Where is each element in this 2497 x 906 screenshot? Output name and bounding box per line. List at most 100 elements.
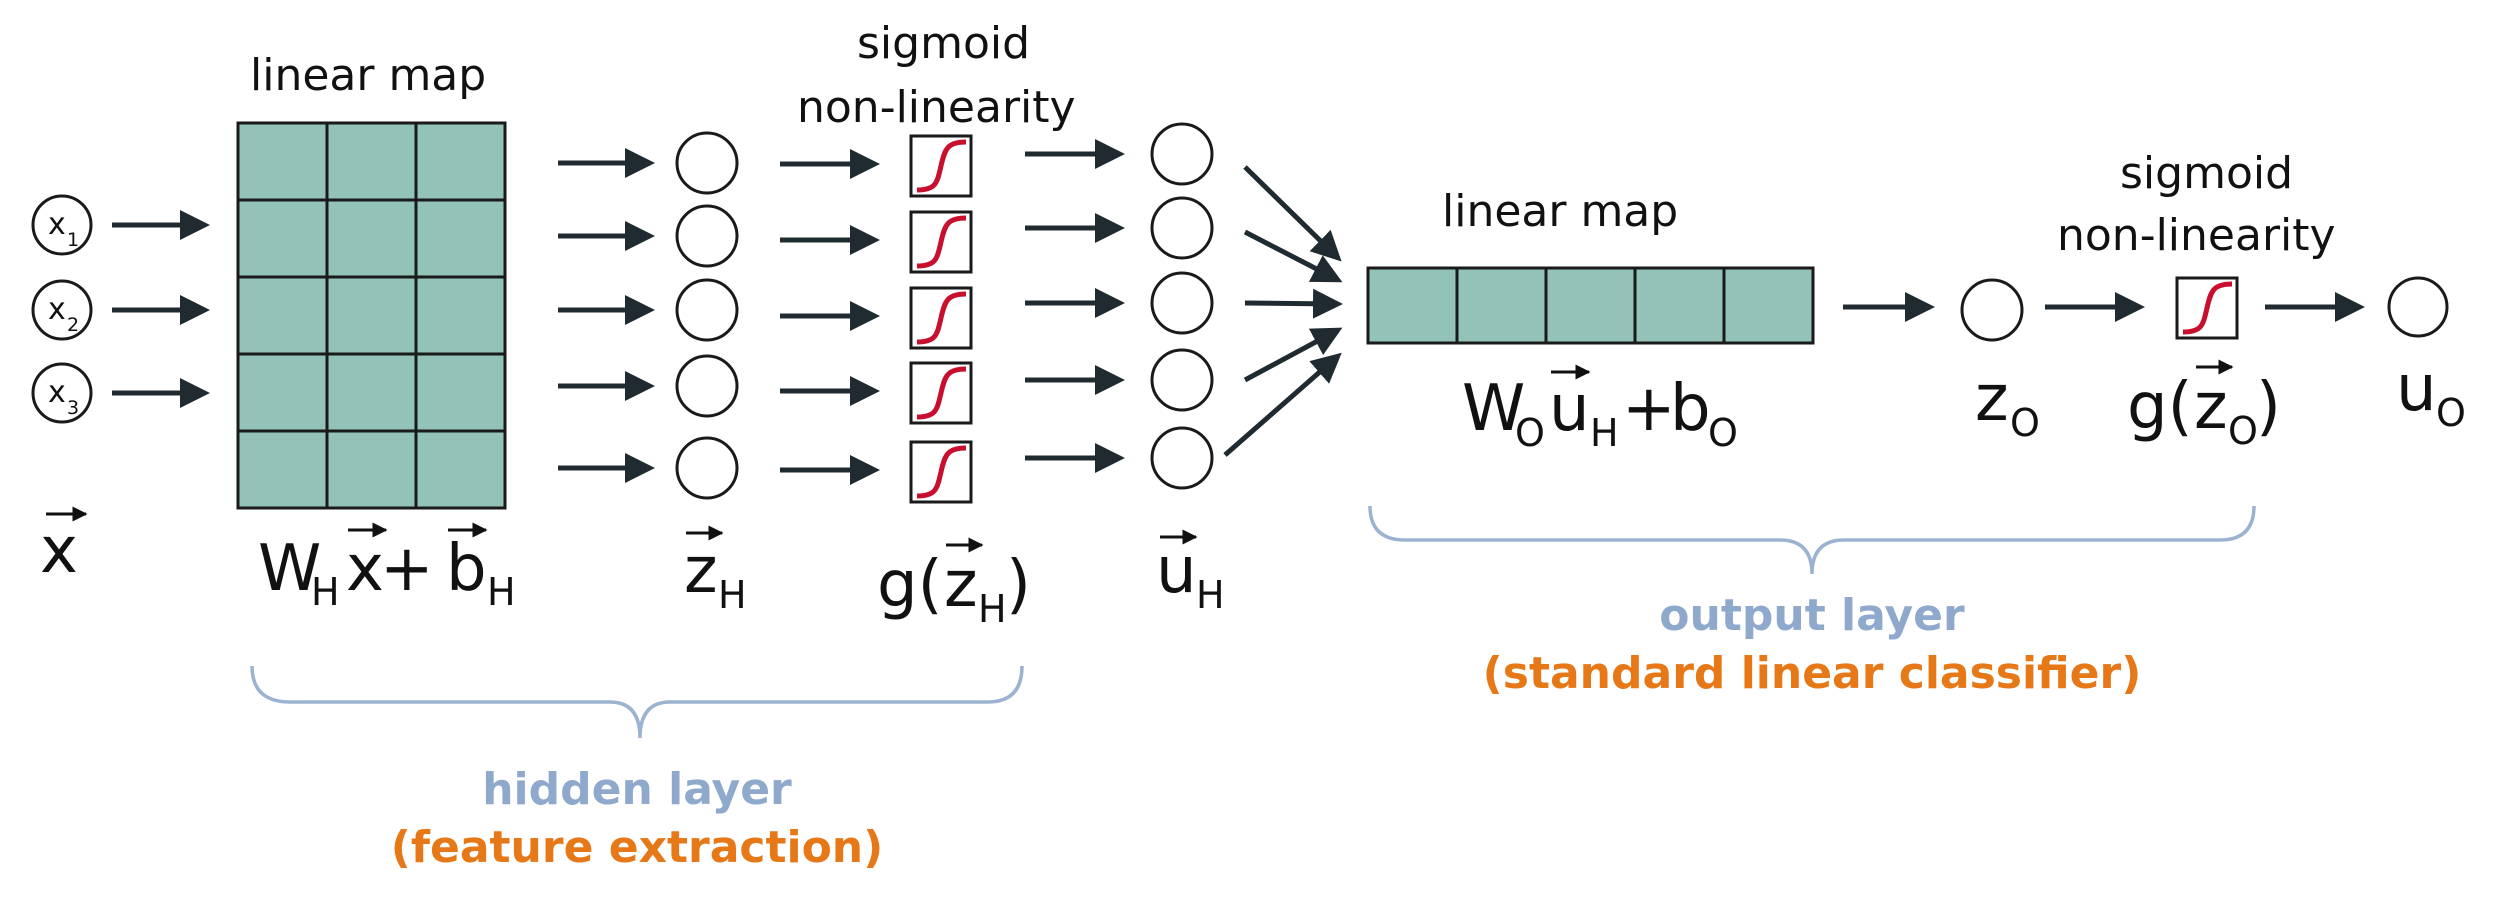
hidden-sigmoid-box	[909, 210, 973, 274]
sigmoid-curve-icon	[916, 139, 967, 193]
hidden-z-node	[675, 436, 739, 500]
hidden-eq-w-sub: H	[311, 570, 340, 614]
output-weight-vector	[1366, 266, 1815, 345]
hidden-z-label: z H	[684, 525, 747, 617]
hidden-nonlinearity-label: non-linearity	[797, 82, 1076, 133]
matrix-cell	[325, 121, 418, 202]
hidden-eq-b: b	[446, 532, 487, 606]
input-node-1-label: x	[48, 207, 66, 242]
input-node-1: x 1	[31, 194, 93, 256]
output-u-node	[2387, 276, 2449, 338]
input-node-2-sub: 2	[67, 314, 79, 336]
output-sigmoid-label: sigmoid	[2120, 148, 2293, 199]
hidden-z-node	[675, 204, 739, 268]
hidden-layer-title: hidden layer	[482, 764, 792, 815]
output-z-symbol: z	[1975, 362, 2009, 436]
matrix-cell	[325, 198, 418, 279]
matrix-cell	[414, 429, 507, 510]
output-eq-w: W	[1462, 372, 1525, 446]
converging-arrows	[1223, 165, 1343, 457]
matrix-cell	[236, 352, 329, 433]
output-activation-label: g( z O )	[2127, 359, 2281, 453]
hidden-u-label: u H	[1156, 529, 1225, 617]
hidden-u-symbol: u	[1156, 534, 1197, 608]
hidden-g-close: )	[1006, 548, 1031, 622]
input-node-3-sub: 3	[67, 397, 79, 419]
hidden-eq-w: W	[258, 532, 321, 606]
output-eq-plus: +	[1622, 372, 1676, 446]
matrix-cell	[1544, 266, 1637, 345]
output-sigmoid-box	[2175, 276, 2239, 340]
input-node-3-label: x	[48, 375, 66, 410]
hidden-linear-map-label: linear map	[250, 50, 486, 101]
sigmoid-curve-icon	[916, 291, 967, 345]
output-nonlinearity-label: non-linearity	[2057, 210, 2336, 261]
hidden-u-node	[1150, 196, 1214, 260]
hidden-eq-x: x	[346, 532, 384, 606]
hidden-linear-equation: W H x + b H	[258, 522, 516, 614]
output-g-z: z	[2194, 370, 2228, 444]
output-eq-u-sub: H	[1590, 411, 1619, 455]
matrix-cell	[325, 352, 418, 433]
output-u-sub: O	[2436, 391, 2466, 435]
matrix-cell	[414, 352, 507, 433]
output-linear-map-label: linear map	[1442, 186, 1678, 237]
output-linear-equation: W O u H + b O	[1462, 364, 1738, 455]
matrix-cell	[236, 198, 329, 279]
input-vector-label: x	[40, 506, 88, 588]
output-layer-title: output layer	[1659, 590, 1965, 641]
converge-arrow-1	[1243, 165, 1342, 262]
input-node-1-sub: 1	[67, 229, 79, 251]
hidden-layer-brace	[250, 665, 1024, 739]
hidden-u-node	[1150, 348, 1214, 412]
hidden-weight-matrix	[236, 121, 507, 510]
sigmoid-curve-icon	[916, 215, 967, 269]
sigmoid-curve-icon	[916, 366, 967, 420]
input-node-3: x 3	[31, 362, 93, 424]
hidden-z-node	[675, 278, 739, 342]
matrix-cell	[236, 275, 329, 356]
converge-arrow-2	[1243, 229, 1343, 283]
matrix-cell	[414, 198, 507, 279]
output-layer-brace	[1368, 505, 2256, 575]
hidden-sigmoid-label: sigmoid	[857, 18, 1030, 69]
converge-arrow-3	[1244, 288, 1343, 319]
output-layer-subtitle: (standard linear classifier)	[1483, 648, 2142, 699]
output-eq-b-sub: O	[1708, 411, 1738, 455]
matrix-cell	[414, 121, 507, 202]
sigmoid-curve-icon	[2182, 281, 2233, 335]
hidden-layer-subtitle: (feature extraction)	[391, 822, 884, 873]
output-eq-u: u	[1549, 372, 1590, 446]
output-g-close: )	[2256, 370, 2281, 444]
hidden-u-node	[1150, 426, 1214, 490]
input-vector-symbol: x	[40, 514, 78, 588]
input-node-2-label: x	[48, 292, 66, 327]
hidden-g-z: z	[944, 548, 978, 622]
matrix-cell	[325, 429, 418, 510]
converge-arrow-5	[1223, 352, 1342, 457]
matrix-cell	[1455, 266, 1548, 345]
output-u-symbol: u	[2396, 352, 2437, 426]
matrix-cell	[325, 275, 418, 356]
hidden-eq-plus: +	[380, 532, 434, 606]
output-z-sub: O	[2010, 401, 2040, 445]
hidden-z-sub: H	[718, 573, 747, 617]
matrix-cell	[1722, 266, 1815, 345]
hidden-u-node	[1150, 122, 1214, 186]
hidden-activation-label: g( z H )	[877, 537, 1031, 631]
matrix-cell	[1633, 266, 1726, 345]
output-eq-w-sub: O	[1515, 411, 1545, 455]
sigmoid-curve-icon	[916, 445, 967, 499]
hidden-eq-b-sub: H	[487, 570, 516, 614]
output-u-label: u O	[2396, 352, 2466, 435]
output-z-node	[1960, 278, 2024, 342]
hidden-g-open: g(	[877, 548, 943, 622]
hidden-u-node	[1150, 271, 1214, 335]
matrix-cell	[414, 275, 507, 356]
matrix-cell	[236, 429, 329, 510]
matrix-cell	[1366, 266, 1459, 345]
matrix-cell	[236, 121, 329, 202]
input-node-2: x 2	[31, 279, 93, 341]
converge-arrow-4	[1243, 327, 1343, 383]
